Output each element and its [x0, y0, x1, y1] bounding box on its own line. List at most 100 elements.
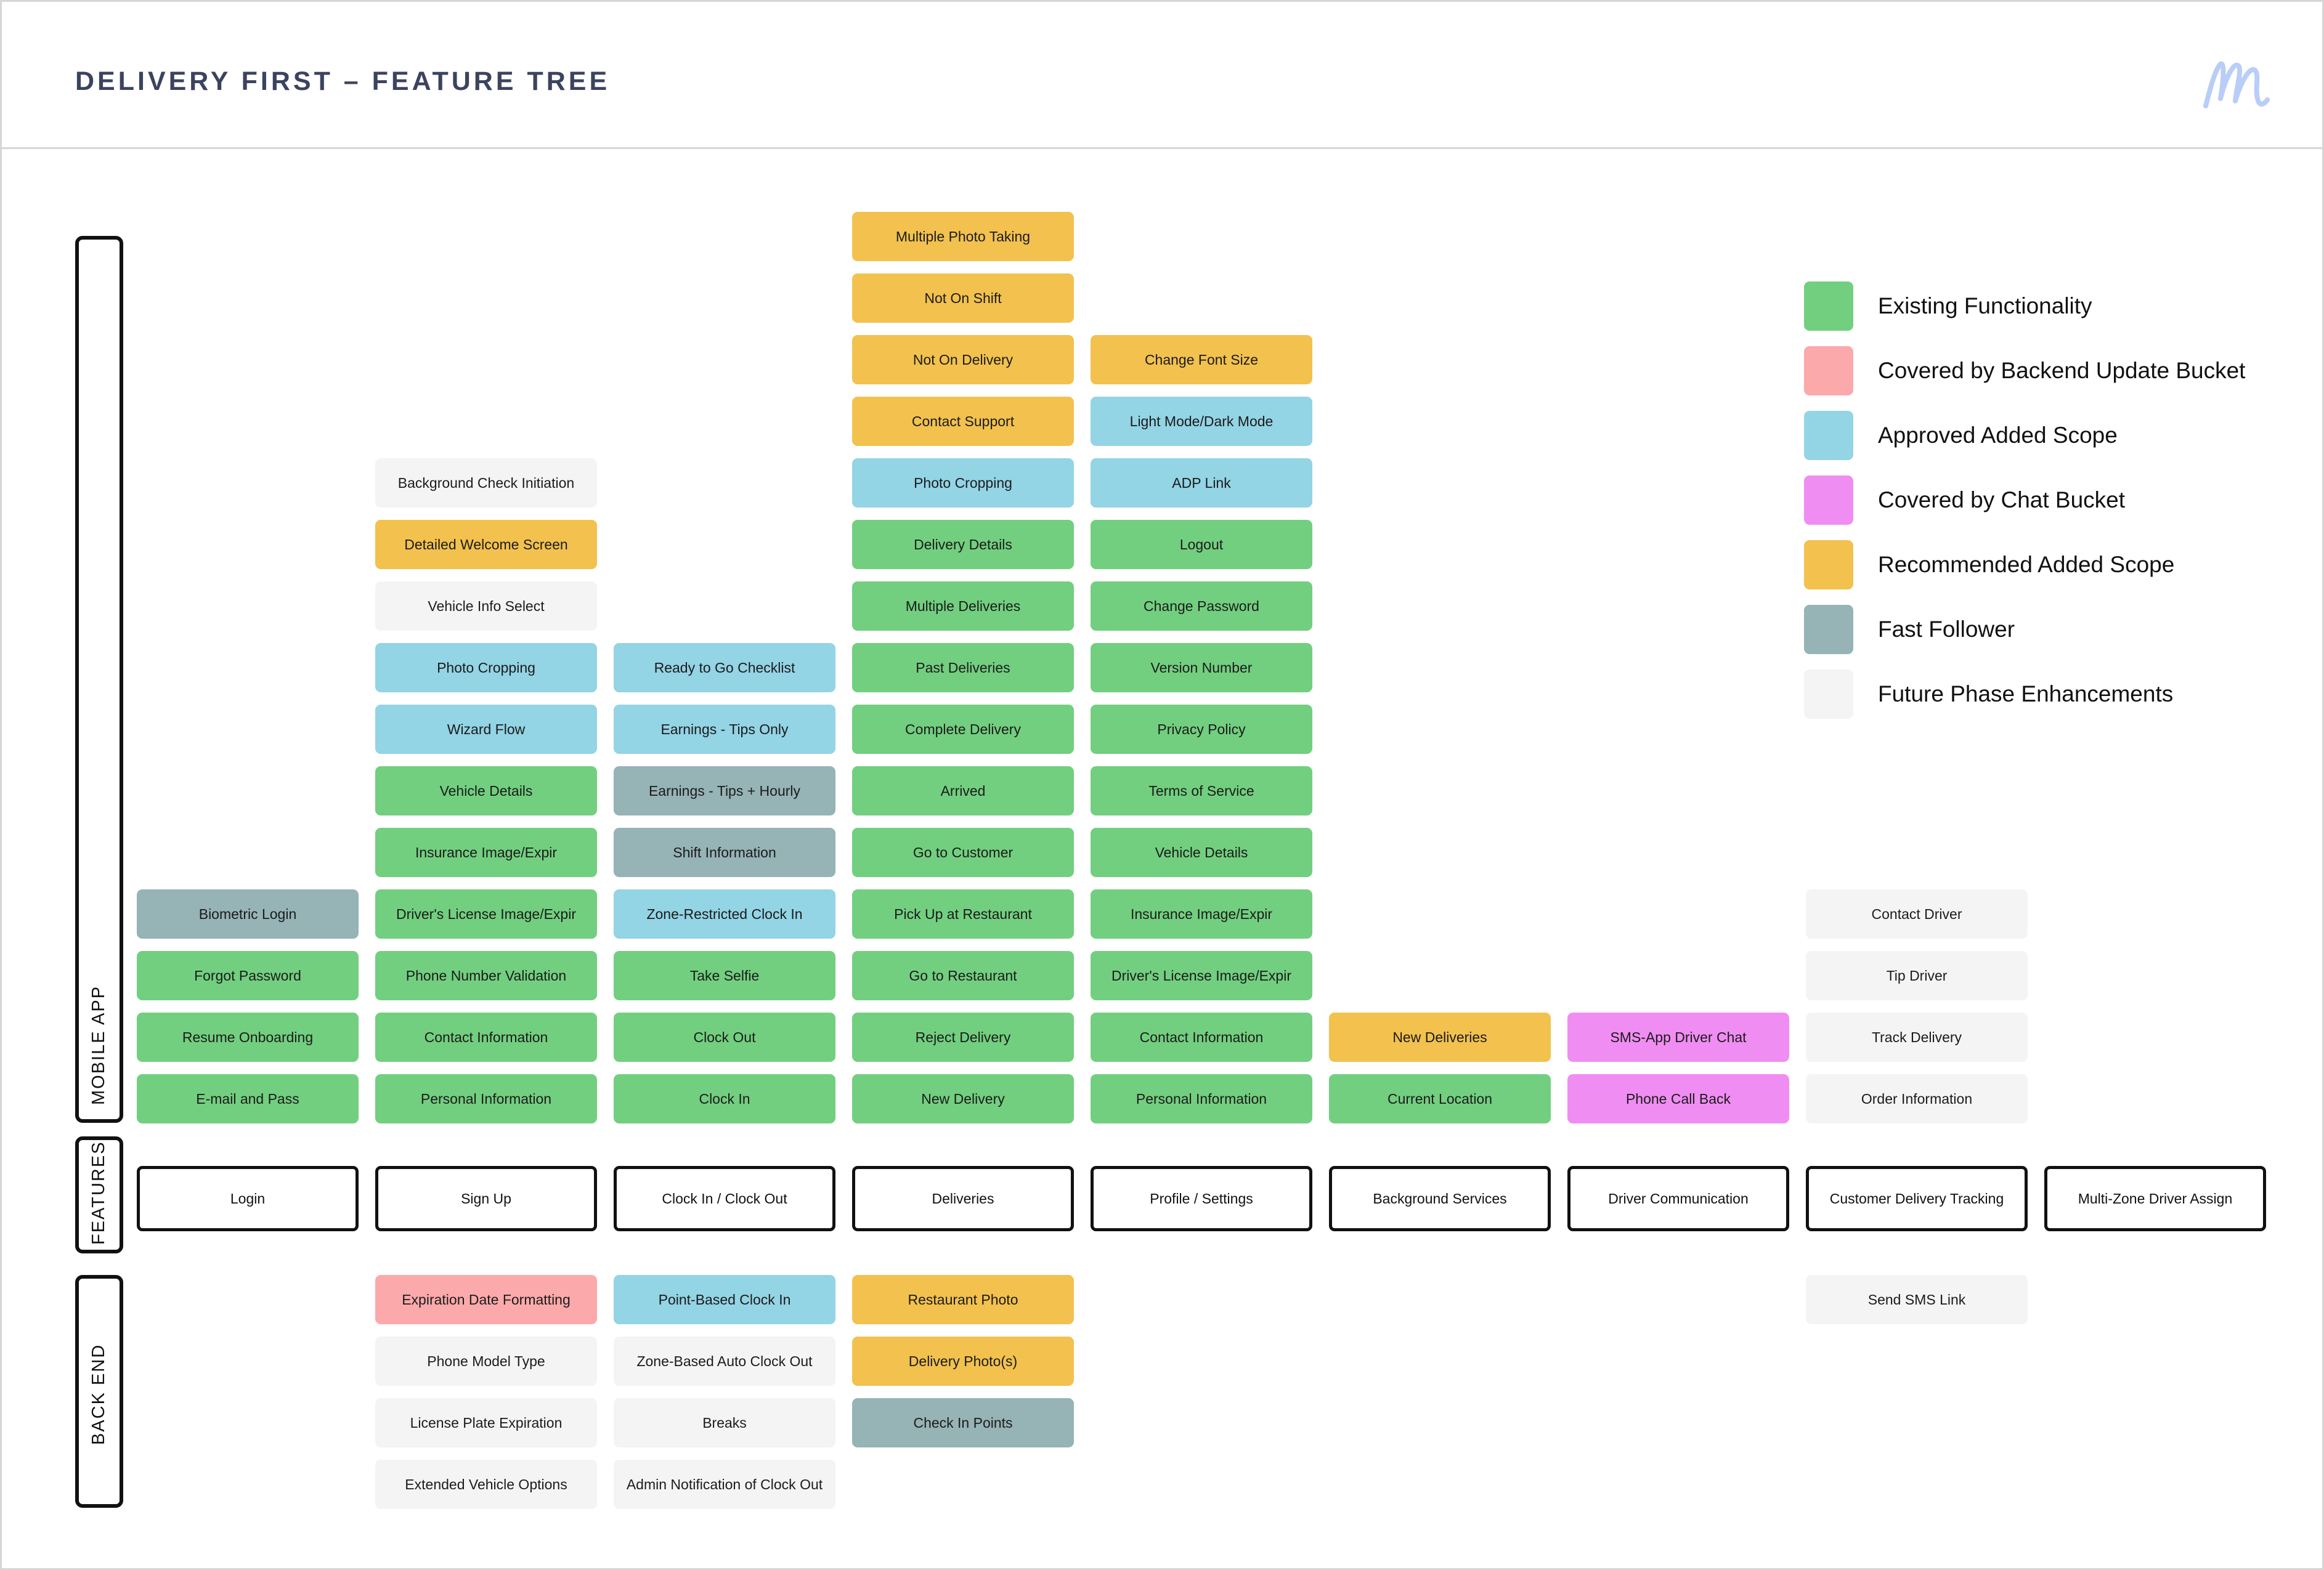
mobile-card-change-font-size[interactable]: Change Font Size: [1091, 335, 1312, 384]
mobile-card-order-information[interactable]: Order Information: [1806, 1074, 2028, 1123]
backend-card-send-sms-link[interactable]: Send SMS Link: [1806, 1275, 2028, 1324]
mobile-card-adp-link[interactable]: ADP Link: [1091, 458, 1312, 508]
backend-card-breaks[interactable]: Breaks: [614, 1398, 835, 1447]
backend-card-point-based-clock-in[interactable]: Point-Based Clock In: [614, 1275, 835, 1324]
feature-driver-communication[interactable]: Driver Communication: [1567, 1166, 1789, 1231]
mobile-card-resume-onboarding[interactable]: Resume Onboarding: [137, 1013, 359, 1062]
mobile-card-go-to-restaurant[interactable]: Go to Restaurant: [852, 951, 1074, 1000]
mobile-card-track-delivery[interactable]: Track Delivery: [1806, 1013, 2028, 1062]
mobile-app-section-label: MOBILE APP: [75, 236, 123, 1123]
legend-label: Covered by Backend Update Bucket: [1878, 358, 2246, 383]
feature-background-services[interactable]: Background Services: [1329, 1166, 1551, 1231]
legend-label: Existing Functionality: [1878, 293, 2092, 318]
backend-card-admin-notification-of-clock-out[interactable]: Admin Notification of Clock Out: [614, 1460, 835, 1509]
feature-clock-in-clock-out[interactable]: Clock In / Clock Out: [614, 1166, 835, 1231]
mobile-card-terms-of-service[interactable]: Terms of Service: [1091, 766, 1312, 815]
mobile-card-clock-out[interactable]: Clock Out: [614, 1013, 835, 1062]
backend-card-check-in-points[interactable]: Check In Points: [852, 1398, 1074, 1447]
mobile-card-zone-restricted-clock-in[interactable]: Zone-Restricted Clock In: [614, 889, 835, 939]
mobile-card-delivery-details[interactable]: Delivery Details: [852, 520, 1074, 569]
mobile-card-change-password[interactable]: Change Password: [1091, 581, 1312, 631]
backend-card-expiration-date-formatting[interactable]: Expiration Date Formatting: [375, 1275, 597, 1324]
backend-card-license-plate-expiration[interactable]: License Plate Expiration: [375, 1398, 597, 1447]
mobile-card-multiple-deliveries[interactable]: Multiple Deliveries: [852, 581, 1074, 631]
mobile-card-contact-support[interactable]: Contact Support: [852, 397, 1074, 446]
mobile-card-light-mode-dark-mode[interactable]: Light Mode/Dark Mode: [1091, 397, 1312, 446]
mobile-card-contact-driver[interactable]: Contact Driver: [1806, 889, 2028, 939]
mobile-card-background-check-initiation[interactable]: Background Check Initiation: [375, 458, 597, 508]
mobile-card-version-number[interactable]: Version Number: [1091, 643, 1312, 692]
mobile-card-reject-delivery[interactable]: Reject Delivery: [852, 1013, 1074, 1062]
feature-sign-up[interactable]: Sign Up: [375, 1166, 597, 1231]
mobile-card-vehicle-details[interactable]: Vehicle Details: [375, 766, 597, 815]
mobile-card-clock-in[interactable]: Clock In: [614, 1074, 835, 1123]
legend-label: Future Phase Enhancements: [1878, 681, 2174, 706]
mobile-card-photo-cropping[interactable]: Photo Cropping: [852, 458, 1074, 508]
feature-login[interactable]: Login: [137, 1166, 359, 1231]
back-end-section-label: BACK END: [75, 1275, 123, 1508]
mobile-card-logout[interactable]: Logout: [1091, 520, 1312, 569]
mobile-card-photo-cropping[interactable]: Photo Cropping: [375, 643, 597, 692]
mobile-card-past-deliveries[interactable]: Past Deliveries: [852, 643, 1074, 692]
legend-swatch: [1804, 281, 1853, 331]
backend-card-restaurant-photo[interactable]: Restaurant Photo: [852, 1275, 1074, 1324]
mobile-card-multiple-photo-taking[interactable]: Multiple Photo Taking: [852, 212, 1074, 261]
mobile-card-e-mail-and-pass[interactable]: E-mail and Pass: [137, 1074, 359, 1123]
mobile-card-vehicle-details[interactable]: Vehicle Details: [1091, 828, 1312, 877]
mobile-card-ready-to-go-checklist[interactable]: Ready to Go Checklist: [614, 643, 835, 692]
features-section-label: FEATURES: [75, 1136, 123, 1253]
mobile-card-not-on-delivery[interactable]: Not On Delivery: [852, 335, 1074, 384]
mobile-card-new-delivery[interactable]: New Delivery: [852, 1074, 1074, 1123]
mobile-card-current-location[interactable]: Current Location: [1329, 1074, 1551, 1123]
features-label: FEATURES: [89, 1141, 108, 1245]
mobile-card-privacy-policy[interactable]: Privacy Policy: [1091, 705, 1312, 754]
mobile-card-driver-s-license-image-expir[interactable]: Driver's License Image/Expir: [375, 889, 597, 939]
legend-swatch: [1804, 346, 1853, 395]
mobile-app-label: MOBILE APP: [89, 985, 108, 1105]
legend-swatch: [1804, 540, 1853, 589]
mobile-card-tip-driver[interactable]: Tip Driver: [1806, 951, 2028, 1000]
mobile-card-take-selfie[interactable]: Take Selfie: [614, 951, 835, 1000]
legend-swatch: [1804, 411, 1853, 460]
header: DELIVERY FIRST – FEATURE TREE: [0, 0, 2324, 149]
feature-deliveries[interactable]: Deliveries: [852, 1166, 1074, 1231]
mobile-card-insurance-image-expir[interactable]: Insurance Image/Expir: [1091, 889, 1312, 939]
mobile-card-sms-app-driver-chat[interactable]: SMS-App Driver Chat: [1567, 1013, 1789, 1062]
feature-customer-delivery-tracking[interactable]: Customer Delivery Tracking: [1806, 1166, 2028, 1231]
backend-card-extended-vehicle-options[interactable]: Extended Vehicle Options: [375, 1460, 597, 1509]
mobile-card-phone-call-back[interactable]: Phone Call Back: [1567, 1074, 1789, 1123]
mobile-card-arrived[interactable]: Arrived: [852, 766, 1074, 815]
back-end-label: BACK END: [89, 1343, 108, 1445]
mobile-card-forgot-password[interactable]: Forgot Password: [137, 951, 359, 1000]
legend-label: Approved Added Scope: [1878, 423, 2118, 448]
mobile-card-phone-number-validation[interactable]: Phone Number Validation: [375, 951, 597, 1000]
page-title: DELIVERY FIRST – FEATURE TREE: [75, 67, 611, 96]
mobile-card-personal-information[interactable]: Personal Information: [1091, 1074, 1312, 1123]
mobile-card-wizard-flow[interactable]: Wizard Flow: [375, 705, 597, 754]
mobile-card-pick-up-at-restaurant[interactable]: Pick Up at Restaurant: [852, 889, 1074, 939]
mobile-card-earnings-tips-only[interactable]: Earnings - Tips Only: [614, 705, 835, 754]
mobile-card-contact-information[interactable]: Contact Information: [1091, 1013, 1312, 1062]
mobile-card-shift-information[interactable]: Shift Information: [614, 828, 835, 877]
mobile-card-new-deliveries[interactable]: New Deliveries: [1329, 1013, 1551, 1062]
mobile-card-complete-delivery[interactable]: Complete Delivery: [852, 705, 1074, 754]
backend-card-delivery-photo-s[interactable]: Delivery Photo(s): [852, 1337, 1074, 1386]
mobile-card-biometric-login[interactable]: Biometric Login: [137, 889, 359, 939]
logo-icon: [2203, 61, 2270, 108]
legend-label: Recommended Added Scope: [1878, 552, 2175, 577]
backend-card-zone-based-auto-clock-out[interactable]: Zone-Based Auto Clock Out: [614, 1337, 835, 1386]
mobile-card-go-to-customer[interactable]: Go to Customer: [852, 828, 1074, 877]
mobile-card-personal-information[interactable]: Personal Information: [375, 1074, 597, 1123]
feature-profile-settings[interactable]: Profile / Settings: [1091, 1166, 1312, 1231]
feature-multi-zone-driver-assign[interactable]: Multi-Zone Driver Assign: [2044, 1166, 2266, 1231]
mobile-card-not-on-shift[interactable]: Not On Shift: [852, 273, 1074, 323]
mobile-card-insurance-image-expir[interactable]: Insurance Image/Expir: [375, 828, 597, 877]
mobile-card-driver-s-license-image-expir[interactable]: Driver's License Image/Expir: [1091, 951, 1312, 1000]
mobile-card-vehicle-info-select[interactable]: Vehicle Info Select: [375, 581, 597, 631]
mobile-card-detailed-welcome-screen[interactable]: Detailed Welcome Screen: [375, 520, 597, 569]
mobile-card-contact-information[interactable]: Contact Information: [375, 1013, 597, 1062]
mobile-card-earnings-tips-hourly[interactable]: Earnings - Tips + Hourly: [614, 766, 835, 815]
backend-card-phone-model-type[interactable]: Phone Model Type: [375, 1337, 597, 1386]
legend-label: Covered by Chat Bucket: [1878, 487, 2126, 512]
